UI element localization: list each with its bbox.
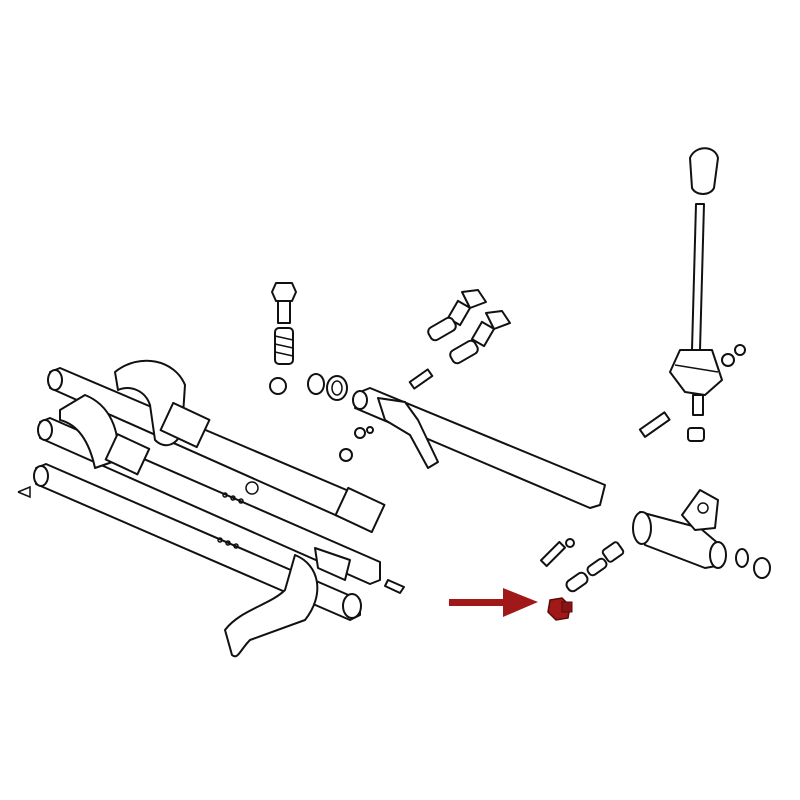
detent-ball bbox=[269, 377, 287, 395]
shift-fork-middle bbox=[59, 394, 151, 476]
bottom-hardware bbox=[539, 538, 625, 593]
shift-lever bbox=[638, 203, 746, 442]
pin bbox=[408, 368, 434, 390]
springs-middle bbox=[427, 316, 479, 365]
pointer-arrow bbox=[449, 588, 538, 617]
shift-knob bbox=[689, 147, 719, 195]
shift-rod-lower bbox=[17, 463, 362, 621]
seal-rings bbox=[307, 373, 348, 401]
shift-rod-upper bbox=[47, 367, 386, 534]
bolt-upper-left bbox=[271, 282, 297, 324]
spring-upper-left bbox=[274, 327, 294, 365]
shift-fork-upper bbox=[114, 359, 211, 449]
bolt-pair bbox=[446, 289, 511, 348]
plug-screw-highlighted[interactable] bbox=[547, 597, 573, 621]
small-hardware bbox=[339, 426, 374, 462]
shift-housing bbox=[632, 489, 771, 579]
selector-rod bbox=[352, 387, 606, 509]
shift-fork-lower bbox=[224, 547, 351, 658]
detent-pin bbox=[384, 579, 405, 594]
